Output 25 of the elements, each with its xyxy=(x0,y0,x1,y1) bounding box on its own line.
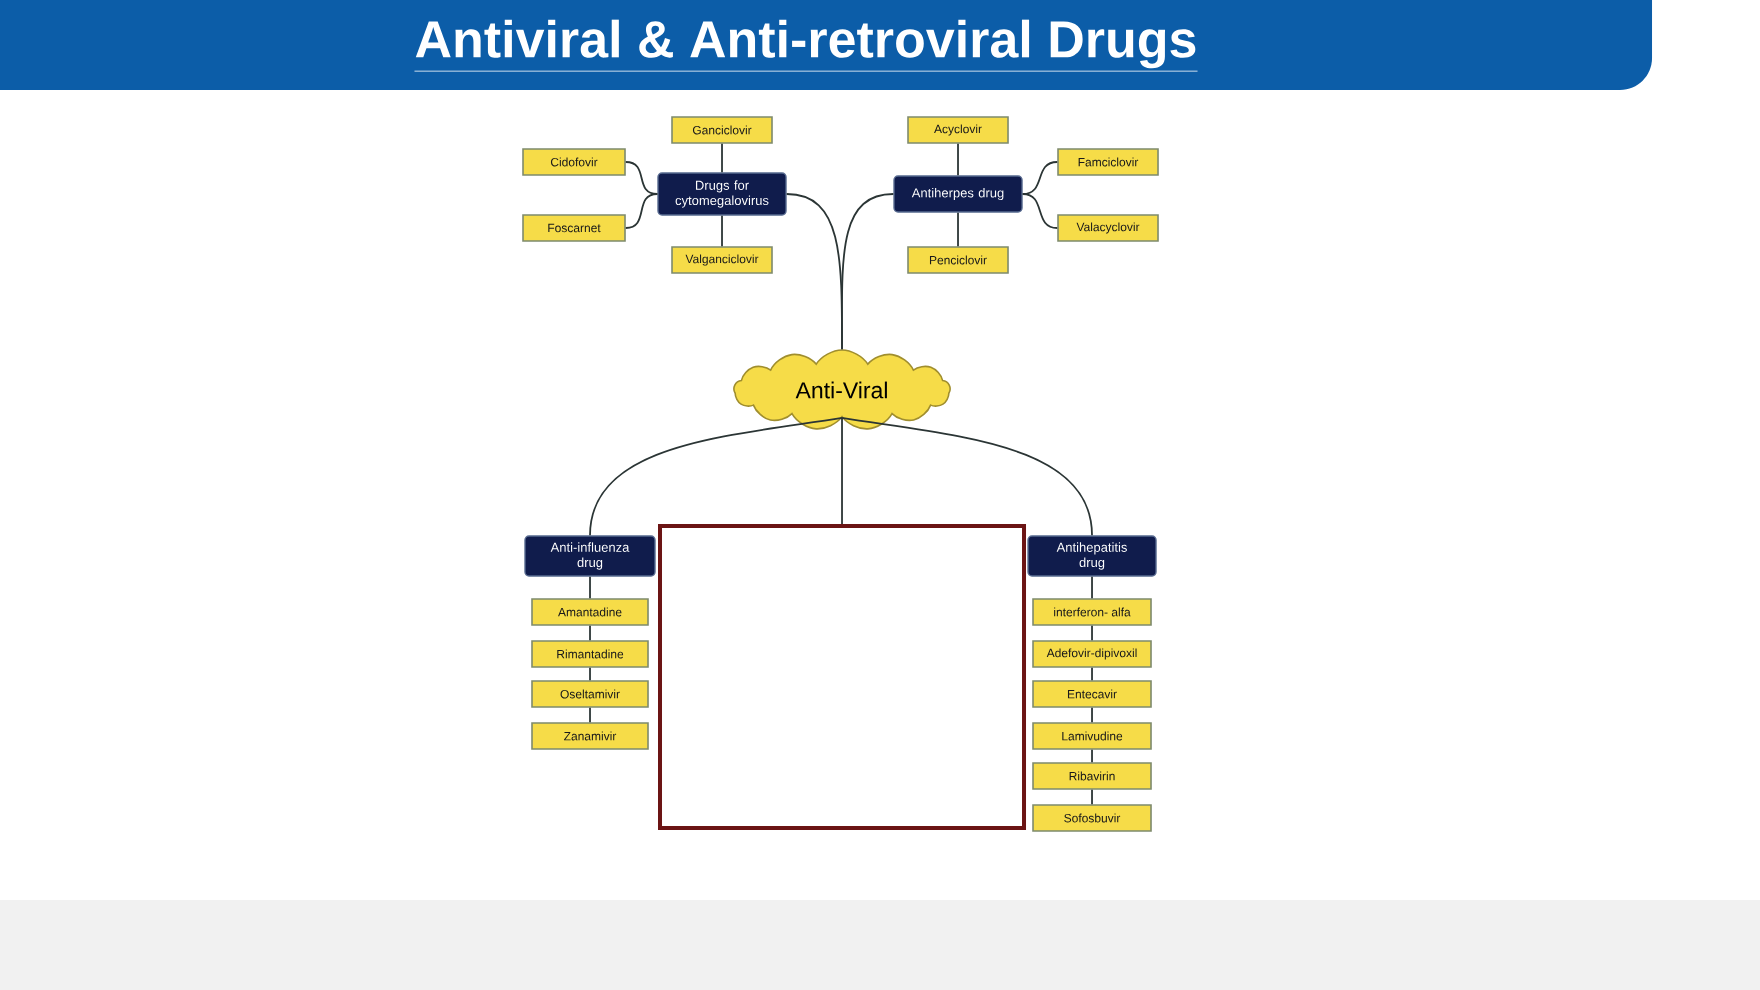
title-bar: Antiviral & Anti-retroviral Drugs xyxy=(0,0,1653,90)
connector xyxy=(1021,193,1059,229)
connector xyxy=(957,142,959,177)
connector xyxy=(589,706,591,724)
connector xyxy=(1091,748,1093,764)
connector xyxy=(1021,161,1059,195)
connector xyxy=(589,417,843,537)
connector xyxy=(957,211,959,248)
connector xyxy=(1091,706,1093,724)
connector xyxy=(1091,624,1093,642)
connector xyxy=(1091,666,1093,682)
connector xyxy=(1091,575,1093,600)
connector xyxy=(1091,788,1093,806)
connector xyxy=(841,417,843,525)
connector xyxy=(589,624,591,642)
connector xyxy=(624,193,659,229)
connector xyxy=(624,161,659,195)
connector xyxy=(721,214,723,248)
cloud: Anti-Viral xyxy=(733,349,951,430)
connector xyxy=(589,575,591,600)
empty-box xyxy=(658,524,1026,830)
connector xyxy=(841,193,895,351)
connector xyxy=(589,666,591,682)
connector xyxy=(841,417,1093,537)
connector xyxy=(721,142,723,174)
